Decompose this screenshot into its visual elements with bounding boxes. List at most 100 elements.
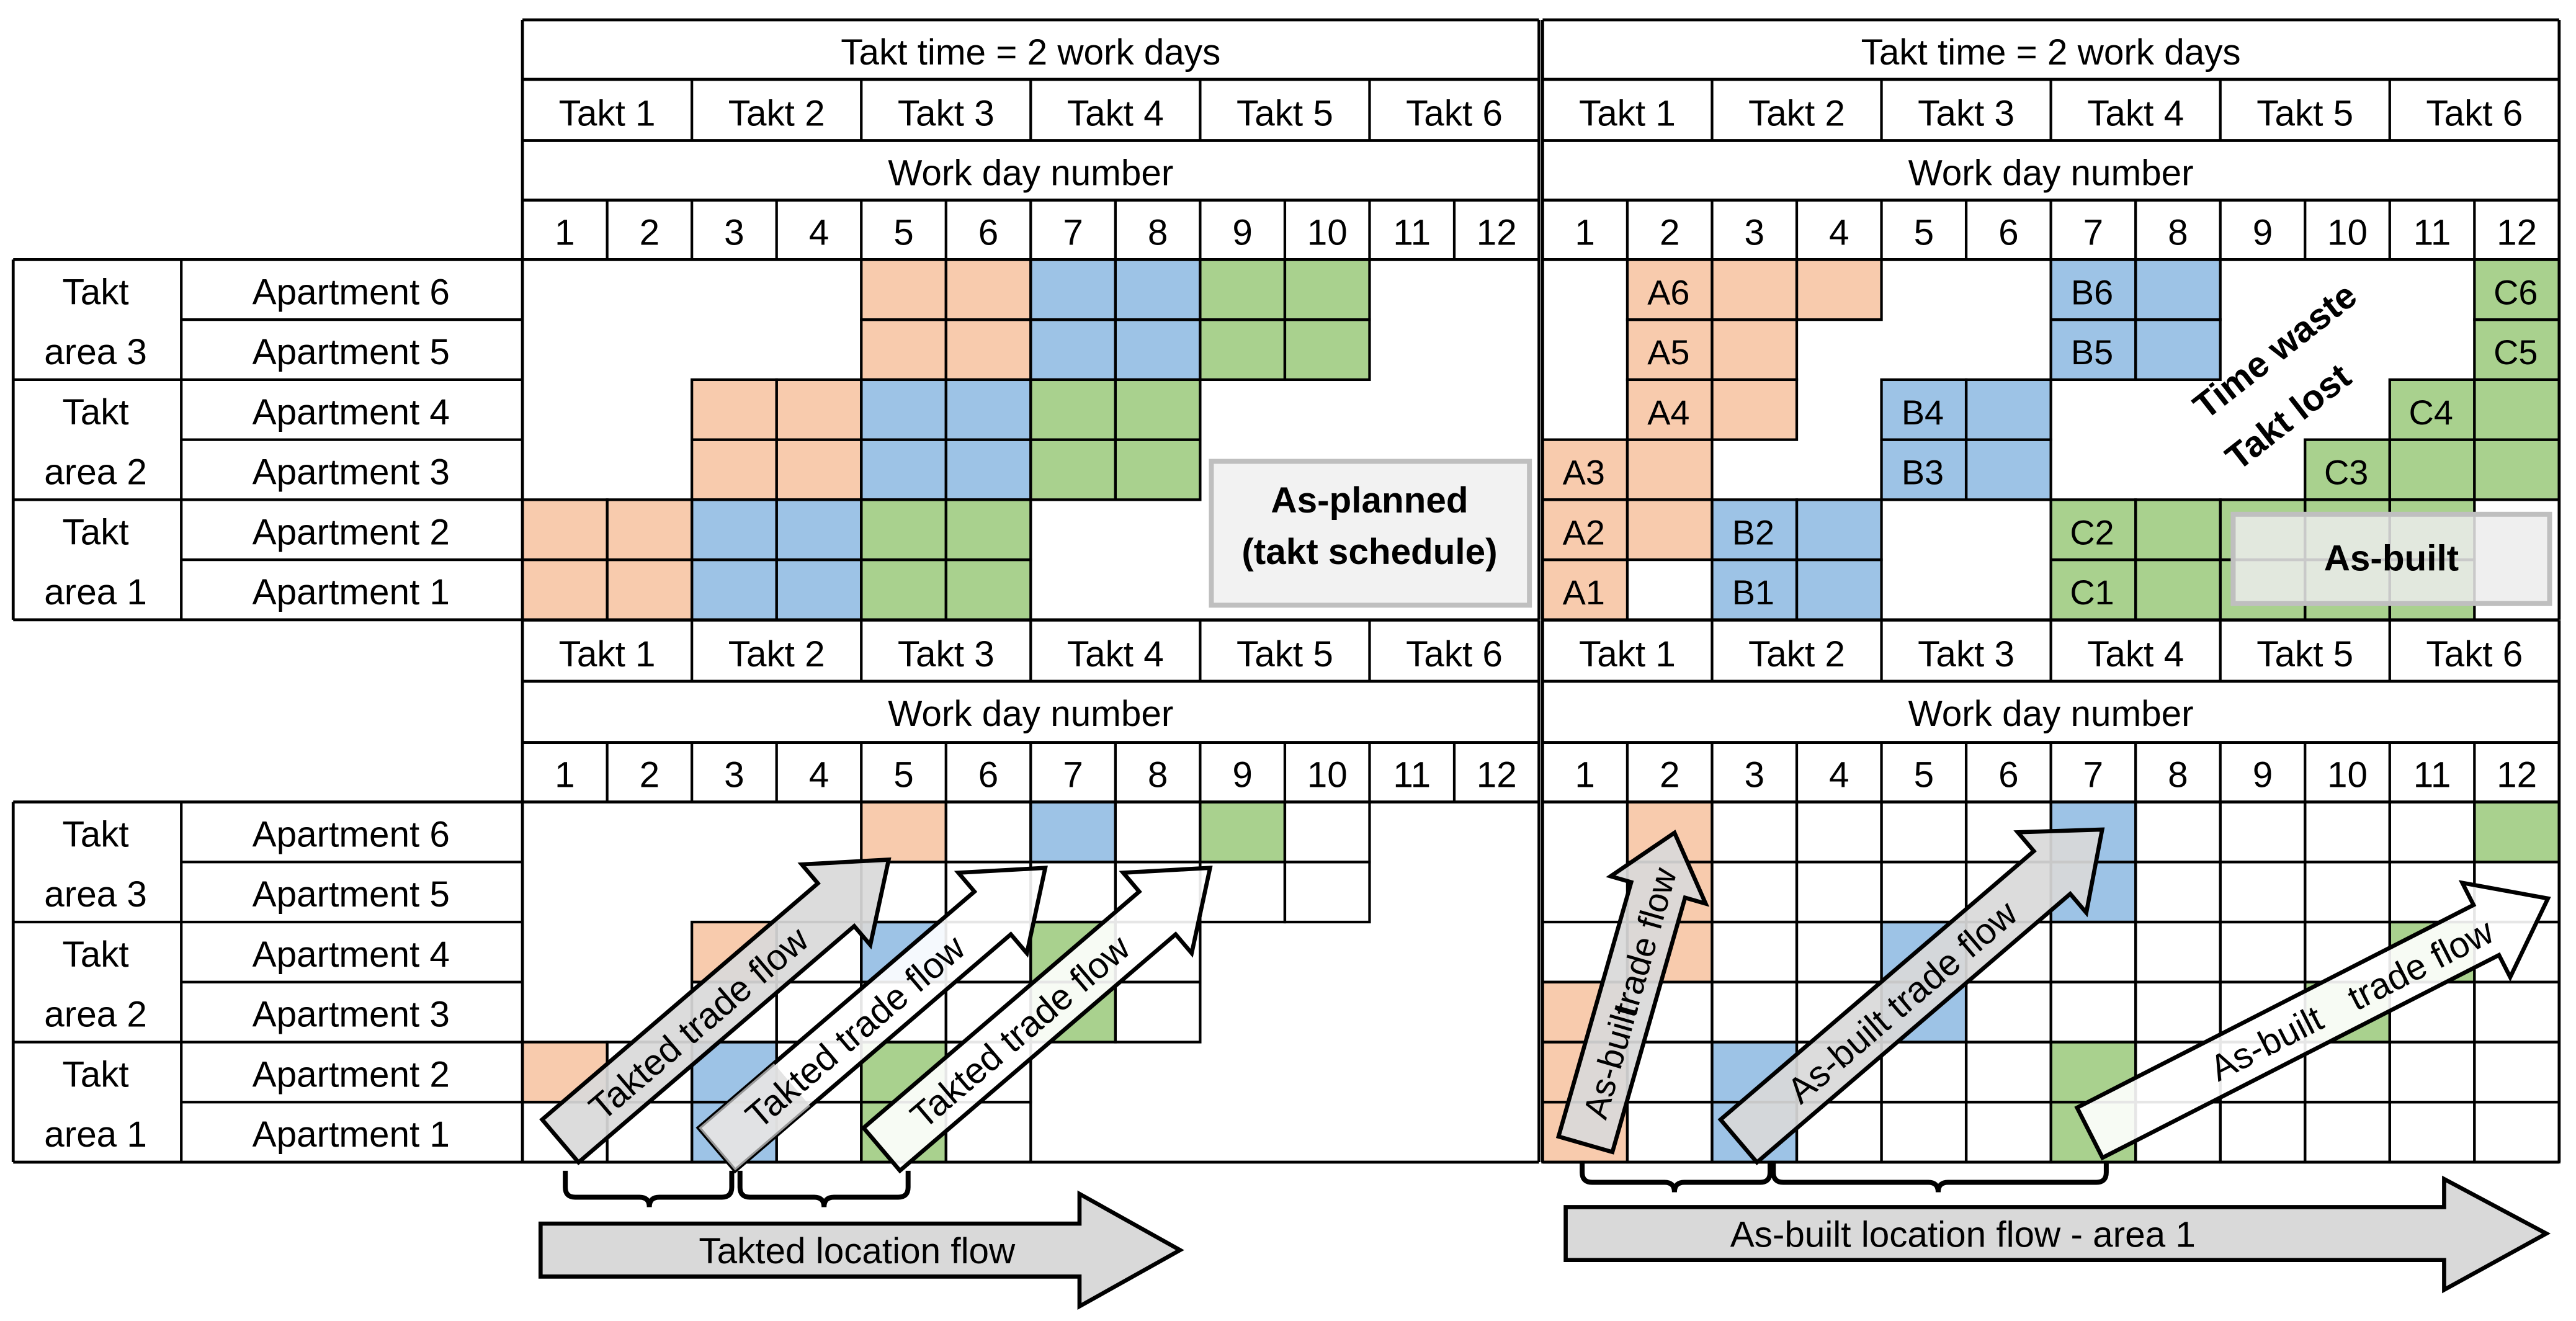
- takt-label: Takt 5: [2256, 634, 2353, 674]
- takt-time-label: Takt time = 2 work days: [1861, 32, 2241, 73]
- cell-label: B4: [1902, 393, 1944, 432]
- blue-cell: [1797, 560, 1882, 620]
- blue-cell: [1031, 320, 1116, 380]
- as-planned-label: As-planned: [1271, 480, 1468, 521]
- orange-cell: [692, 379, 777, 440]
- green-cell: [946, 499, 1031, 560]
- day-number: 3: [1744, 212, 1764, 253]
- takt-area-label: area 1: [44, 1114, 147, 1155]
- apartment-label: Apartment 5: [253, 874, 450, 915]
- takt-label: Takt 3: [1918, 634, 2015, 674]
- takt-area-label: area 3: [44, 874, 147, 915]
- cell-border: [2304, 800, 2391, 864]
- takt-label: Takt 5: [2256, 93, 2353, 133]
- cell-label: A4: [1647, 393, 1689, 432]
- as-built-box: As-built: [2230, 511, 2552, 606]
- cell-border: [1880, 800, 1968, 864]
- apartment-label: Apartment 2: [253, 512, 450, 552]
- apartment-label: Apartment 5: [253, 332, 450, 372]
- cell-label: C5: [2493, 333, 2538, 372]
- cell-border: [944, 800, 1032, 864]
- cell-border: [1283, 800, 1371, 864]
- green-cell: [1115, 379, 1201, 440]
- blue-cell: [1966, 439, 2051, 500]
- day-number: 8: [1148, 212, 1168, 253]
- orange-cell: [1627, 320, 1712, 380]
- cell-label: C2: [2070, 513, 2114, 552]
- day-number: 10: [2327, 212, 2368, 253]
- day-number: 11: [1393, 755, 1431, 795]
- day-number: 5: [893, 212, 913, 253]
- cell-border: [1114, 980, 1202, 1044]
- takt-area-label: area 2: [44, 452, 147, 492]
- takt-label: Takt 6: [1406, 93, 1503, 133]
- takt-area-label: Takt: [62, 1054, 128, 1095]
- cell-label: A2: [1563, 513, 1605, 552]
- apartment-label: Apartment 3: [253, 995, 450, 1035]
- blue-cell: [1031, 259, 1116, 320]
- orange-cell: [522, 560, 607, 620]
- cell-border: [2473, 980, 2560, 1044]
- cell-border: [1114, 800, 1202, 864]
- cell-border: [1711, 980, 1799, 1044]
- day-number: 12: [1477, 755, 1517, 795]
- cell-border: [2388, 1101, 2476, 1164]
- cell-label: C6: [2493, 272, 2538, 311]
- orange-cell: [1712, 320, 1797, 380]
- cell-border: [2304, 861, 2391, 924]
- day-number: 12: [2497, 212, 2537, 253]
- cell-border: [2219, 861, 2307, 924]
- apartment-label: Apartment 4: [253, 934, 450, 975]
- blue-cell: [776, 499, 862, 560]
- blue-cell: [946, 379, 1031, 440]
- takt-area-label: area 3: [44, 332, 147, 372]
- green-cell: [1284, 259, 1370, 320]
- cell-label: A1: [1563, 573, 1605, 612]
- orange-cell: [946, 320, 1031, 380]
- day-number: 7: [2083, 755, 2103, 795]
- cell-border: [1626, 1101, 1714, 1164]
- takt-label: Takt 1: [1579, 634, 1676, 674]
- svg-text:Takted location flow: Takted location flow: [699, 1231, 1016, 1271]
- blue-cell: [2135, 320, 2220, 380]
- work-day-label: Work day number: [888, 694, 1173, 734]
- green-cell: [861, 560, 946, 620]
- cell-border: [2049, 980, 2137, 1044]
- green-cell: [1200, 802, 1285, 862]
- cell-border: [2473, 1041, 2560, 1104]
- cell-border: [1795, 498, 1883, 562]
- takt-label: Takt 6: [1406, 634, 1503, 674]
- day-number: 2: [640, 212, 660, 253]
- cell-border: [2134, 861, 2222, 924]
- apartment-label: Apartment 3: [253, 452, 450, 492]
- takt-label: Takt 2: [728, 634, 825, 674]
- cell-border: [1283, 861, 1371, 924]
- work-day-label: Work day number: [1908, 153, 2194, 193]
- blue-cell: [776, 560, 862, 620]
- takt-label: Takt 2: [1748, 634, 1845, 674]
- takt-area-label: Takt: [62, 512, 128, 552]
- day-number: 3: [724, 212, 744, 253]
- green-cell: [1031, 439, 1116, 500]
- cell-border: [2134, 258, 2222, 321]
- day-number: 4: [809, 212, 829, 253]
- cell-border: [1880, 1101, 1968, 1164]
- day-number: 6: [978, 212, 998, 253]
- apartment-label: Apartment 6: [253, 814, 450, 854]
- day-number: 10: [1307, 212, 1348, 253]
- cell-border: [2134, 920, 2222, 983]
- day-number: 3: [1744, 755, 1764, 795]
- cell-label: B1: [1732, 573, 1774, 612]
- schedule-cells: [522, 259, 2559, 1162]
- blue-cell: [1966, 379, 2051, 440]
- day-number: 11: [2413, 212, 2451, 253]
- takt-label: Takt 1: [559, 634, 656, 674]
- cell-border: [2388, 1041, 2476, 1104]
- blue-cell: [1797, 499, 1882, 560]
- cell-border: [2473, 800, 2560, 864]
- orange-cell: [861, 802, 946, 862]
- green-cell: [2389, 439, 2475, 500]
- day-number: 12: [2497, 755, 2537, 795]
- blue-cell: [1115, 259, 1201, 320]
